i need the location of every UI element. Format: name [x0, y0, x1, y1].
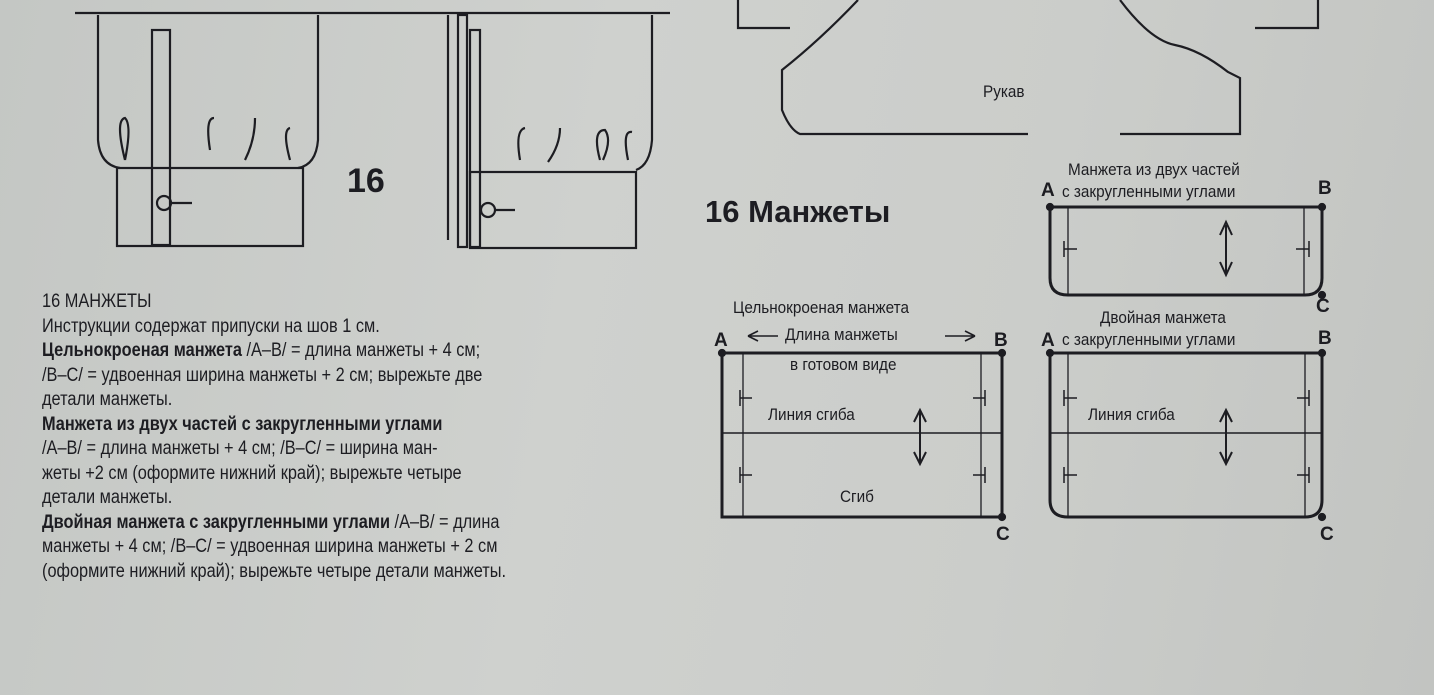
instruction-line: /B–C/ = удвоенная ширина манжеты + 2 см;… — [42, 364, 483, 386]
instruction-line: /A–B/ = длина — [389, 511, 500, 533]
sleeve-label: Рукав — [983, 82, 1025, 101]
length-label: Длина манжеты — [785, 325, 898, 344]
sleeve-cuff-illustration-1 — [75, 11, 670, 248]
instruction-line: /A–B/ = длина манжеты + 4 см; /B–C/ = ши… — [42, 438, 438, 459]
section-heading: 16 Манжеты — [705, 194, 891, 229]
instructions-intro: Инструкции содержат припуски на шов 1 см… — [42, 315, 380, 337]
sleeve-pattern — [736, 0, 1320, 136]
point-b: B — [1318, 178, 1332, 199]
instruction-line: (оформите нижний край); вырежьте четыре … — [42, 560, 507, 582]
double-cuff-diagram — [1045, 348, 1327, 522]
one-piece-title: Цельнокроеная манжета — [733, 298, 909, 317]
one-piece-cuff-diagram — [717, 330, 1007, 522]
double-fold-line-label: Линия сгиба — [1088, 405, 1175, 424]
two-part-heading: Манжета из двух частей с закругленными у… — [42, 413, 443, 435]
one-piece-heading: Цельнокроеная манжета — [42, 340, 242, 361]
finished-label: в готовом виде — [790, 355, 897, 374]
point-c: C — [996, 524, 1010, 545]
point-a: A — [1041, 180, 1055, 201]
double-heading: Двойная манжета с закругленными углами — [42, 511, 390, 533]
instruction-line: жеты +2 см (оформите нижний край); выреж… — [42, 462, 462, 484]
sleeve-cuff-illustration-2 — [446, 13, 654, 250]
fold-label: Сгиб — [840, 487, 874, 506]
instruction-line: детали манжеты. — [42, 487, 173, 508]
two-piece-title-1: Манжета из двух частей — [1068, 160, 1240, 179]
double-title-1: Двойная манжета — [1100, 308, 1226, 327]
point-b: B — [994, 330, 1008, 351]
instruction-line: детали манжеты. — [42, 389, 173, 410]
instructions-text: 16 МАНЖЕТЫ Инструкции содержат припуски … — [42, 290, 506, 584]
double-title-2: с закругленными углами — [1062, 330, 1236, 349]
two-piece-title-2: с закругленными углами — [1062, 182, 1236, 201]
point-a: A — [714, 330, 728, 351]
two-part-cuff-diagram — [1045, 202, 1327, 300]
point-a: A — [1041, 330, 1055, 351]
instruction-line: /A–B/ = длина манжеты + 4 см; — [241, 340, 481, 361]
point-c: C — [1320, 524, 1334, 545]
fold-line-label: Линия сгиба — [768, 405, 855, 424]
point-c: C — [1316, 296, 1330, 317]
instructions-heading: 16 МАНЖЕТЫ — [42, 291, 152, 312]
figure-number: 16 — [347, 162, 385, 200]
point-b: B — [1318, 328, 1332, 349]
instruction-line: манжеты + 4 см; /B–C/ = удвоенная ширина… — [42, 536, 498, 557]
